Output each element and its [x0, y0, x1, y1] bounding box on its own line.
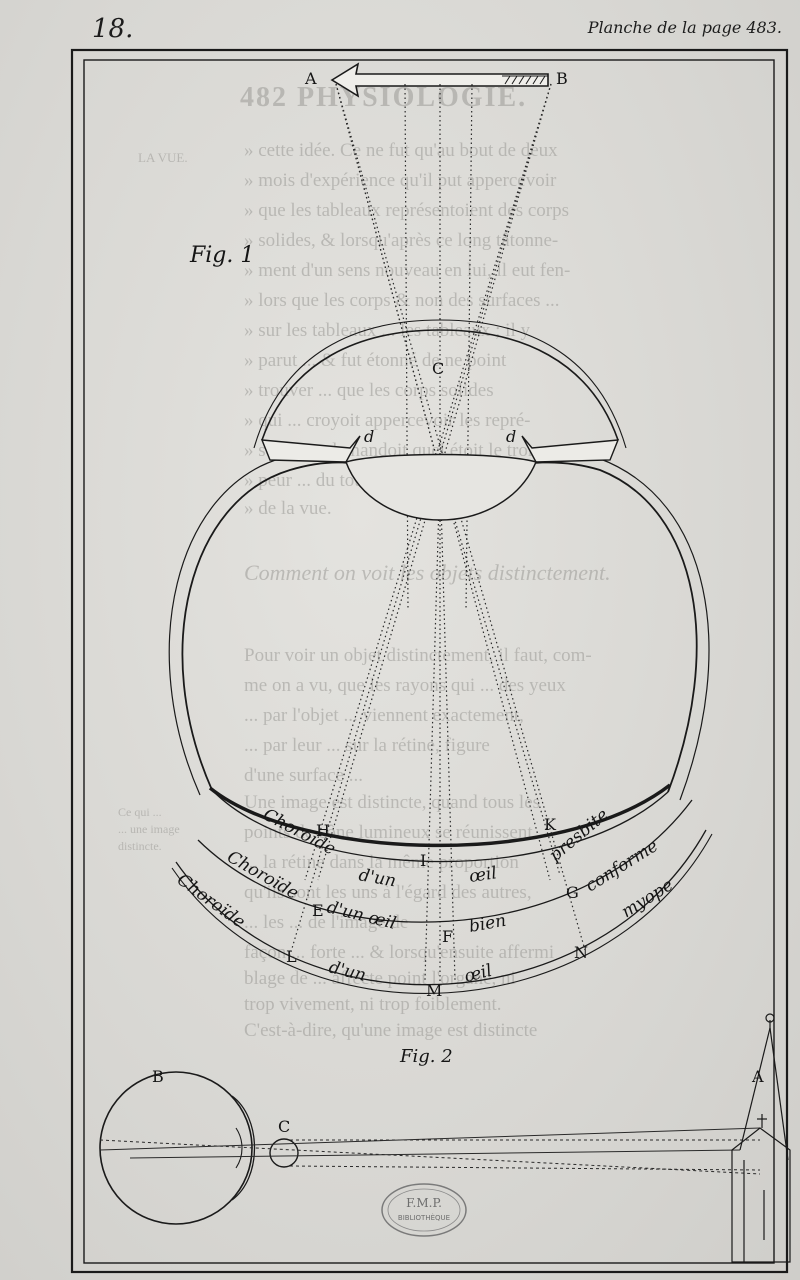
fig1-caption: Fig. 1: [189, 243, 254, 268]
bleed-through-line: » solides, & lorsqu'après ce long tâtonn…: [244, 230, 559, 251]
label-A: A: [304, 69, 317, 88]
outer-frame: [70, 48, 789, 1274]
bleed-through-line: d'une surface ...: [244, 765, 363, 786]
label-N: N: [574, 943, 588, 962]
label-C: C: [432, 359, 444, 378]
bleed-through-line: » mois d'expérience qu'il put appercevoi…: [244, 170, 557, 191]
fig2-rays: [99, 1127, 761, 1175]
bleed-through-side-note: ... une image: [118, 822, 180, 836]
fig2-label-B: B: [152, 1067, 164, 1086]
bleed-through-line: » que les tableaux représentoient des co…: [244, 200, 569, 221]
fig2-caption: Fig. 2: [399, 1046, 453, 1067]
fig2-labels: B C A: [152, 1067, 764, 1136]
choroid-middle-word: d'un œil: [325, 897, 398, 933]
bleed-through-line: » cette idée. Ce ne fut qu'au bout de de…: [244, 140, 558, 161]
bleed-through-line: me on a vu, que les rayons qui ... des y…: [244, 675, 566, 696]
eyeball-fig2: [99, 1071, 299, 1225]
label-L: L: [286, 947, 297, 966]
label-E: E: [312, 901, 324, 920]
choroid-inner-word: œil: [468, 863, 498, 887]
choroid-inner-word: presbite: [545, 805, 612, 866]
bleed-through-line: » trouver ... que les corps solides: [244, 380, 494, 401]
bleed-through-line: façon ... forte ... & lorsqu'ensuite aff…: [244, 942, 555, 963]
bleed-through-line: » lors que les corps & non des surfaces …: [244, 290, 560, 311]
church-tower: [731, 1013, 791, 1263]
choroid-middle-word: bien: [467, 911, 507, 937]
label-d-left: d: [364, 427, 374, 446]
choroid-outer-word: Choroïde: [173, 870, 249, 933]
label-F: F: [442, 927, 453, 946]
bleed-through-line: ... par leur ... sur la rétine, figure: [244, 735, 490, 756]
bleed-through-side-note: Ce qui ...: [118, 805, 162, 819]
bleed-through-line: » ment d'un sens nouveau en lui, il eut …: [244, 260, 571, 281]
bleed-through-line: C'est-à-dire, qu'une image est distincte: [244, 1020, 538, 1041]
stamp-line2: BIBLIOTHÈQUE: [398, 1213, 450, 1222]
bleed-through-line: » parut ... & fut étonné de ne point: [244, 350, 507, 371]
library-stamp: F.M.P. BIBLIOTHÈQUE: [381, 1183, 467, 1237]
bleed-through-line: trop vivement, ni trop foiblement.: [244, 994, 502, 1015]
choroid-curve-labels: Choroïde d'un œil presbite Choroïde d'un…: [173, 805, 677, 987]
choroid-outer-word: d'un: [327, 957, 368, 985]
bleed-through-line: Pour voir un objet distinctement, il fau…: [244, 645, 592, 666]
label-B: B: [556, 69, 568, 88]
label-M: M: [426, 981, 442, 1000]
bleed-through-line: ... par l'objet ... viennent exactement,: [244, 705, 524, 726]
inner-frame: [83, 59, 775, 1264]
bleed-through-line: Une image est distincte, quand tous les: [244, 792, 541, 813]
bleed-through-title: 482 PHYSIOLOGIE.: [240, 82, 528, 113]
bleed-through-heading: Comment on voit les objets distinctement…: [244, 560, 611, 585]
plate-caption: Planche de la page 483.: [587, 18, 782, 37]
label-H: H: [316, 821, 330, 840]
object-arrow: [330, 62, 549, 98]
bleed-through-line: qu'ils sont les uns à l'égard des autres…: [244, 882, 532, 903]
bleed-through-line: » qui ... croyoit appercevoir les repré-: [244, 410, 531, 431]
choroid-middle-word: Choroïde: [224, 847, 302, 904]
choroid-inner-word: d'un: [357, 865, 397, 891]
eyeball-fig1: [168, 319, 710, 801]
bleed-through-line: ... la rétine dans la même proportion: [244, 852, 519, 873]
label-G: G: [566, 883, 579, 902]
choroid-outer-word: myope: [618, 875, 677, 922]
bleed-through-margin-note: LA VUE.: [138, 150, 188, 165]
stamp-line1: F.M.P.: [406, 1196, 442, 1210]
label-I: I: [420, 851, 426, 870]
bleed-through-line: points de cône lumineux se réunissent: [244, 822, 533, 843]
label-d-right: d: [506, 427, 516, 446]
choroid-arcs: [171, 783, 713, 995]
bleed-through-line: » de la vue.: [244, 498, 332, 519]
choroid-outer-word: œil: [462, 961, 494, 987]
page-number: 18.: [92, 14, 134, 44]
fig1-point-labels: A B C d d H I K E F G L M N: [286, 69, 588, 1000]
fig2-label-A: A: [751, 1067, 764, 1086]
bleed-through-side-note: distincte.: [118, 839, 162, 853]
label-K: K: [544, 815, 557, 834]
bleed-through-line: » sur les tableaux ... les tableaux ; il…: [244, 320, 530, 341]
bleed-through-line: ... les ... de l'image de: [244, 912, 409, 933]
fig2-label-C: C: [278, 1117, 290, 1136]
